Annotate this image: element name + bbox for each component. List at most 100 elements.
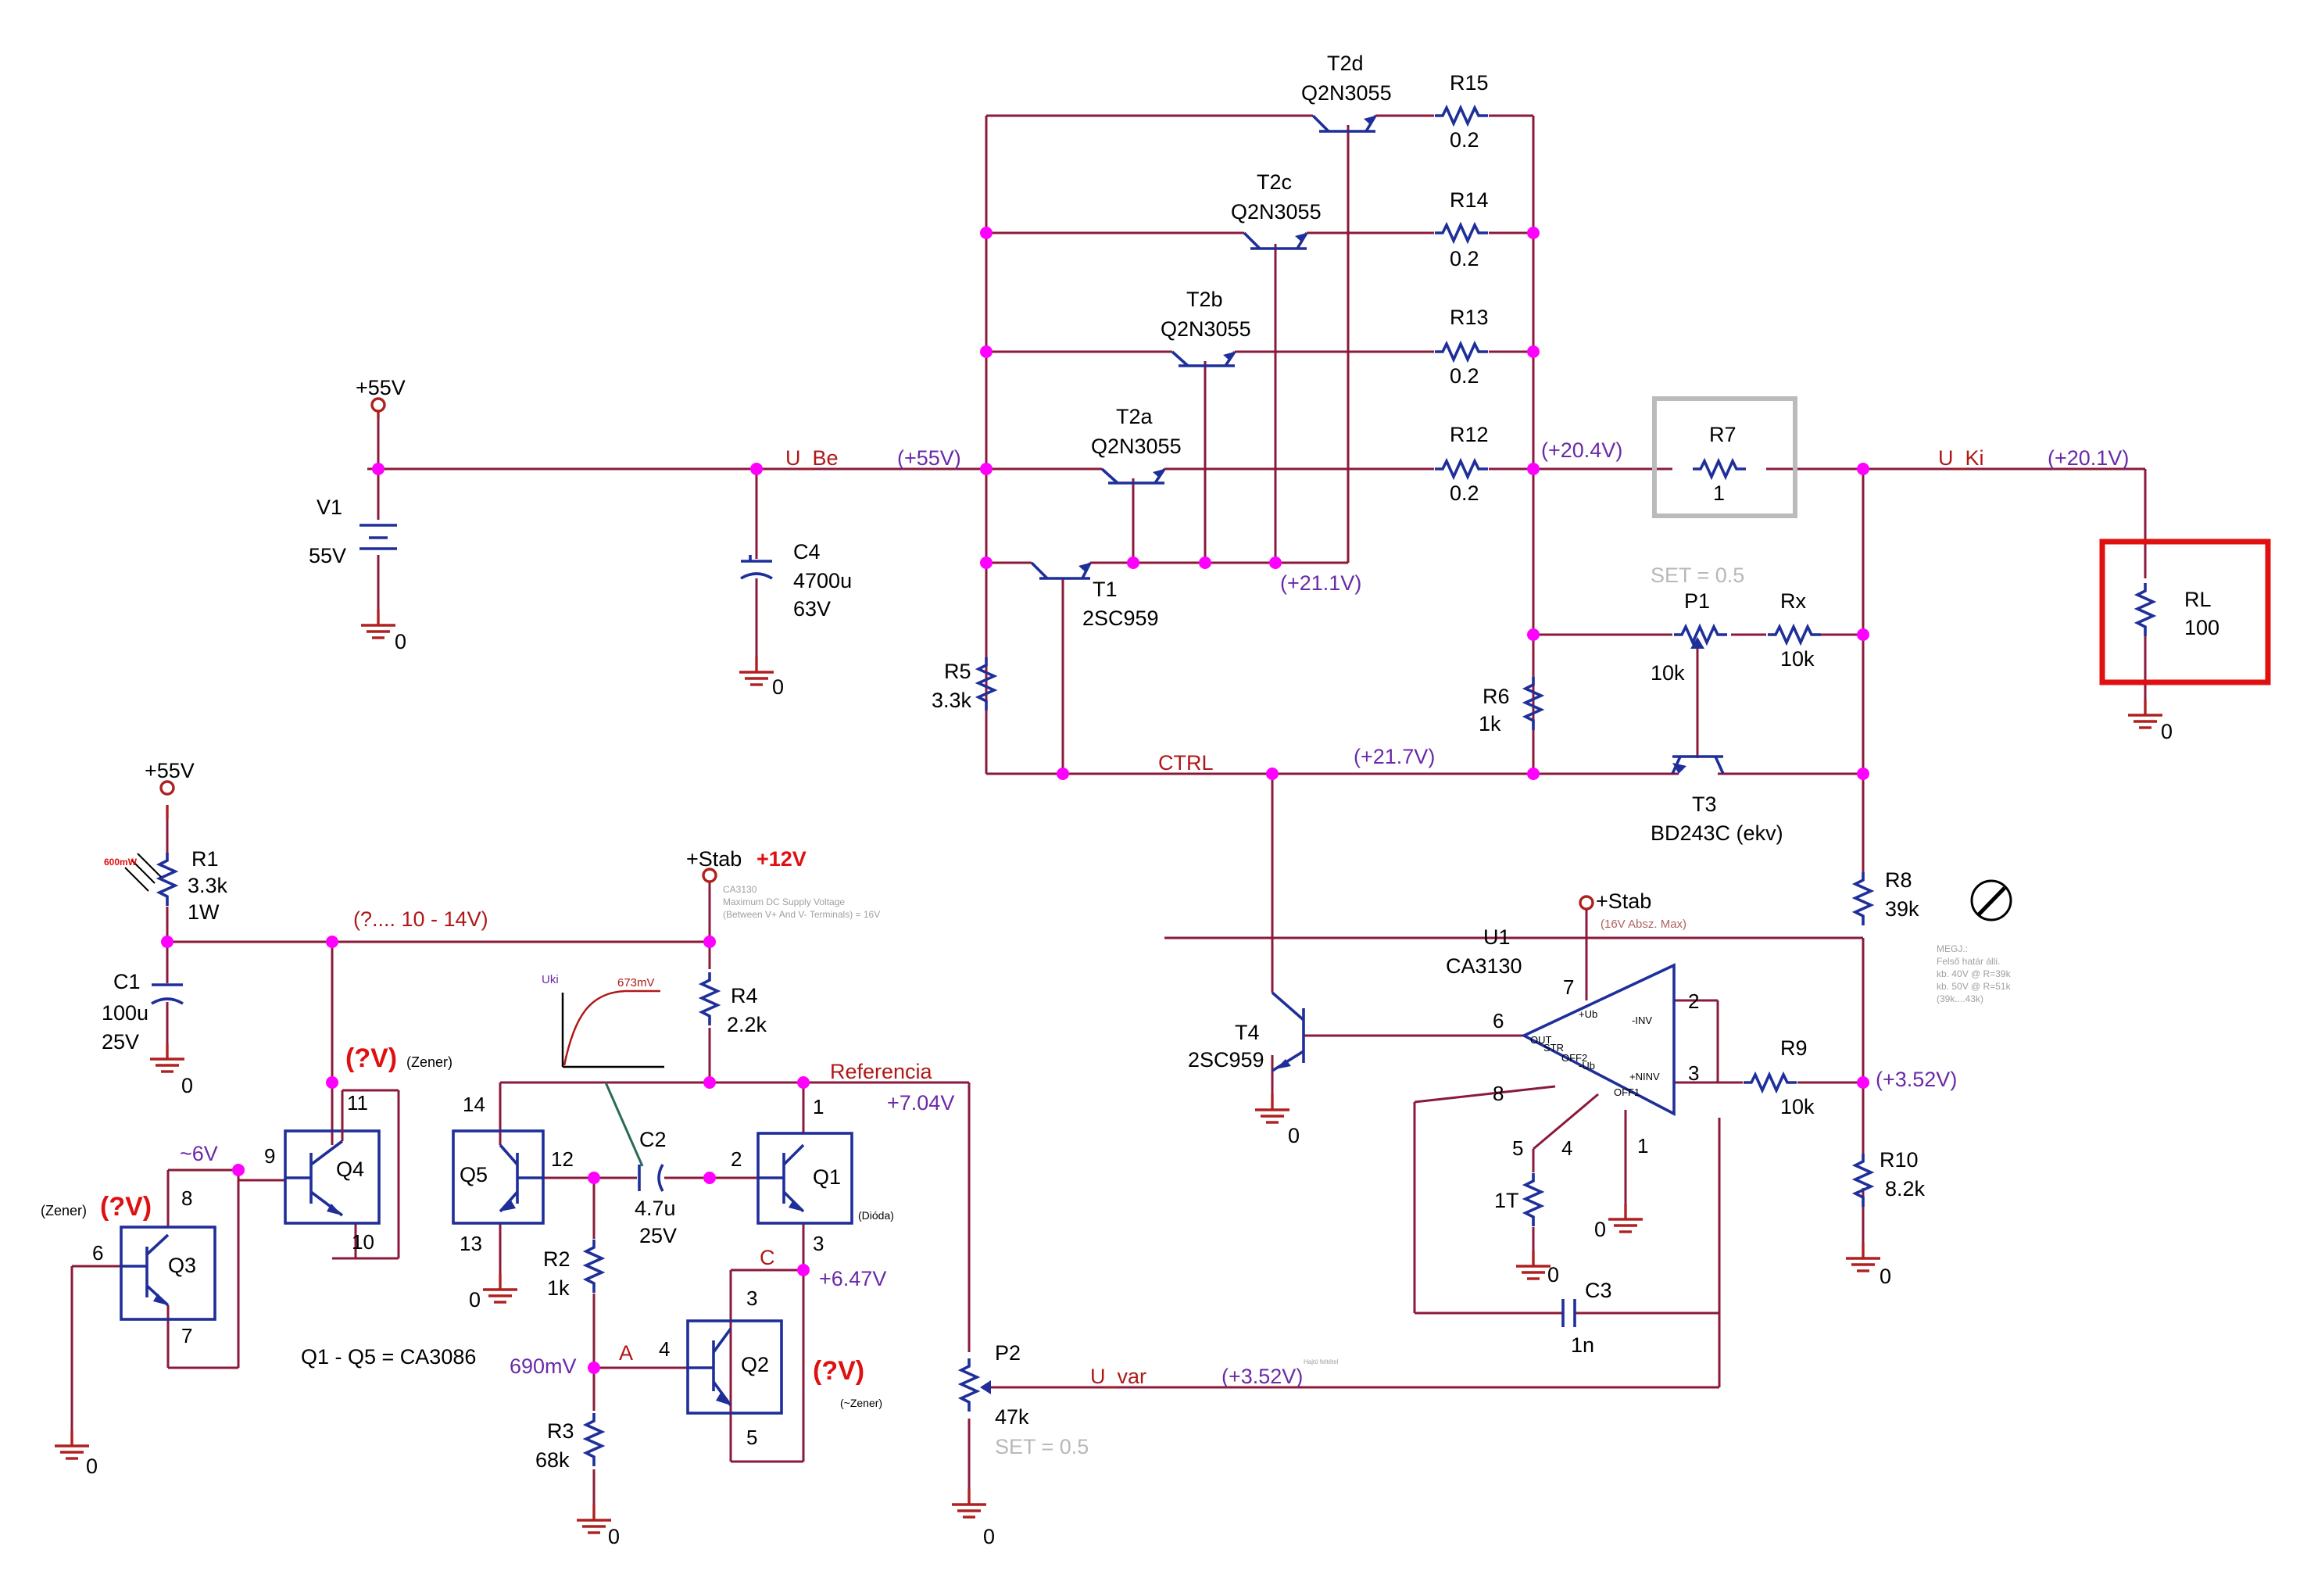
note-Q1: (Dióda) <box>858 1209 894 1222</box>
label-R7: R7 <box>1709 423 1737 446</box>
net-u-be: U_Be <box>785 446 839 470</box>
component-labels: T2d Q2N3055 T2c Q2N3055 T2b Q2N3055 T2a … <box>41 52 2219 1472</box>
label-R2: R2 <box>543 1247 570 1271</box>
transistor-Q1 <box>756 1132 853 1225</box>
resistor-R2 <box>585 1238 603 1294</box>
capacitor-C2 <box>638 1164 664 1192</box>
transistor-T2b <box>1171 350 1236 367</box>
capacitor-C3 <box>1561 1299 1576 1327</box>
value-C1: 100u <box>102 1001 148 1025</box>
svg-text:8: 8 <box>1493 1082 1504 1105</box>
svg-text:0: 0 <box>772 675 784 699</box>
junction-dots <box>161 227 1869 1374</box>
svg-text:0: 0 <box>2161 720 2173 743</box>
net-ctrl: CTRL <box>1158 751 1214 775</box>
ground-labels: 0 0 0 0 0 0 0 0 0 0 0 0 <box>86 630 2173 1548</box>
value-R9: 10k <box>1780 1095 1815 1118</box>
label-T2a: T2a <box>1116 405 1154 428</box>
svg-text:(?V): (?V) <box>100 1192 152 1222</box>
svg-text:0: 0 <box>608 1525 620 1548</box>
svg-text:Felső határ álli.: Felső határ álli. <box>1937 956 2000 967</box>
volt-21-1: (+21.1V) <box>1280 571 1361 595</box>
value-C2: 4.7u <box>635 1197 676 1220</box>
label-R6: R6 <box>1483 685 1510 708</box>
label-R14: R14 <box>1450 188 1489 212</box>
label-T2c-model: Q2N3055 <box>1231 200 1322 224</box>
label-T2d: T2d <box>1327 52 1364 75</box>
trimmer-symbol <box>1970 879 2012 921</box>
label-1T: 1T <box>1494 1189 1519 1212</box>
svg-text:7: 7 <box>181 1324 192 1347</box>
value-R4: 2.2k <box>727 1013 767 1036</box>
value-C4: 4700u <box>793 569 852 592</box>
r1-power-tag: 600mW <box>104 853 162 892</box>
net-u-ki: U_Ki <box>1938 446 1984 470</box>
volt-10-14: (?.... 10 - 14V) <box>353 907 488 931</box>
resistor-R14 <box>1433 224 1490 242</box>
label-R8: R8 <box>1885 868 1912 892</box>
opamp-pin-labels: -INV +NINV +Ub -Ub OUT STR OFF1 OFF2 <box>1530 1008 1660 1098</box>
label-T1-model: 2SC959 <box>1082 607 1159 630</box>
label-Q5: Q5 <box>460 1163 488 1186</box>
svg-text:-INV: -INV <box>1632 1014 1652 1026</box>
svg-text:1: 1 <box>813 1095 824 1118</box>
resistor-R4 <box>700 971 719 1027</box>
svg-text:+NINV: +NINV <box>1629 1071 1660 1082</box>
label-R3: R3 <box>547 1419 574 1443</box>
svg-text:5: 5 <box>746 1426 757 1449</box>
value-P2: 47k <box>995 1405 1029 1429</box>
label-R10: R10 <box>1880 1148 1919 1172</box>
transistor-T1 <box>1030 561 1092 580</box>
volt-690: 690mV <box>510 1354 577 1378</box>
label-V1: V1 <box>317 496 342 519</box>
resistor-1T <box>1524 1172 1543 1228</box>
svg-text:(39k....43k): (39k....43k) <box>1937 993 1983 1004</box>
svg-text:9: 9 <box>264 1144 275 1168</box>
value-V1: 55V <box>309 544 346 567</box>
power-labels: +55V +55V +Stab +12V +Stab (16V Absz. Ma… <box>145 376 1686 931</box>
svg-text:kb. 40V @ R=39k: kb. 40V @ R=39k <box>1937 968 2012 979</box>
capacitor-C1 <box>151 983 184 1005</box>
value-R3: 68k <box>535 1448 570 1472</box>
potentiometer-P1 <box>1672 625 1729 649</box>
transistor-Q2 <box>686 1319 783 1415</box>
value-P1: 10k <box>1651 661 1685 685</box>
resistor-R10 <box>1854 1152 1872 1208</box>
resistor-R7 <box>1691 460 1747 478</box>
svg-text:5: 5 <box>1512 1136 1523 1160</box>
net-labels: U_Be U_Ki CTRL Referencia U_var A C <box>619 446 1984 1388</box>
label-T2c: T2c <box>1257 170 1292 194</box>
label-Q4: Q4 <box>336 1158 364 1181</box>
highlight-box-RL <box>2099 539 2271 685</box>
transistor-Q3 <box>120 1226 216 1321</box>
opamp-U1 <box>1520 963 1676 1116</box>
svg-text:13: 13 <box>460 1232 482 1255</box>
label-C4: C4 <box>793 540 821 564</box>
svg-text:0: 0 <box>983 1525 995 1548</box>
label-C3: C3 <box>1585 1279 1612 1302</box>
volt-20-4: (+20.4V) <box>1541 438 1622 462</box>
volt-6: ~6V <box>180 1142 218 1165</box>
value-R12: 0.2 <box>1450 481 1479 505</box>
net-node-c: C <box>760 1246 775 1269</box>
net-node-a: A <box>619 1341 633 1365</box>
label-P2: P2 <box>995 1341 1021 1365</box>
label-C2: C2 <box>639 1128 667 1151</box>
svg-text:OUT: OUT <box>1530 1034 1552 1046</box>
svg-text:3: 3 <box>746 1286 757 1310</box>
note-Q3: (Zener) <box>41 1203 87 1218</box>
label-T4: T4 <box>1235 1021 1260 1044</box>
svg-text:-Ub: -Ub <box>1579 1060 1595 1072</box>
label-T2d-model: Q2N3055 <box>1301 81 1392 105</box>
svg-text:0: 0 <box>1880 1265 1891 1288</box>
svg-text:3: 3 <box>1688 1061 1699 1085</box>
volt-20-1: (+20.1V) <box>2048 446 2129 470</box>
svg-text:(Between V+ And V- Terminals): (Between V+ And V- Terminals) = 16V <box>723 909 880 920</box>
svg-text:Q1 - Q5 = CA3086: Q1 - Q5 = CA3086 <box>301 1345 476 1369</box>
value-R8: 39k <box>1885 897 1919 921</box>
voltage-annotations: (+55V) (+20.4V) (+20.1V) (+21.1V) (+21.7… <box>180 438 2129 1388</box>
volt-21-7: (+21.7V) <box>1354 745 1435 768</box>
value-R14: 0.2 <box>1450 247 1479 270</box>
svg-text:10: 10 <box>352 1230 374 1254</box>
